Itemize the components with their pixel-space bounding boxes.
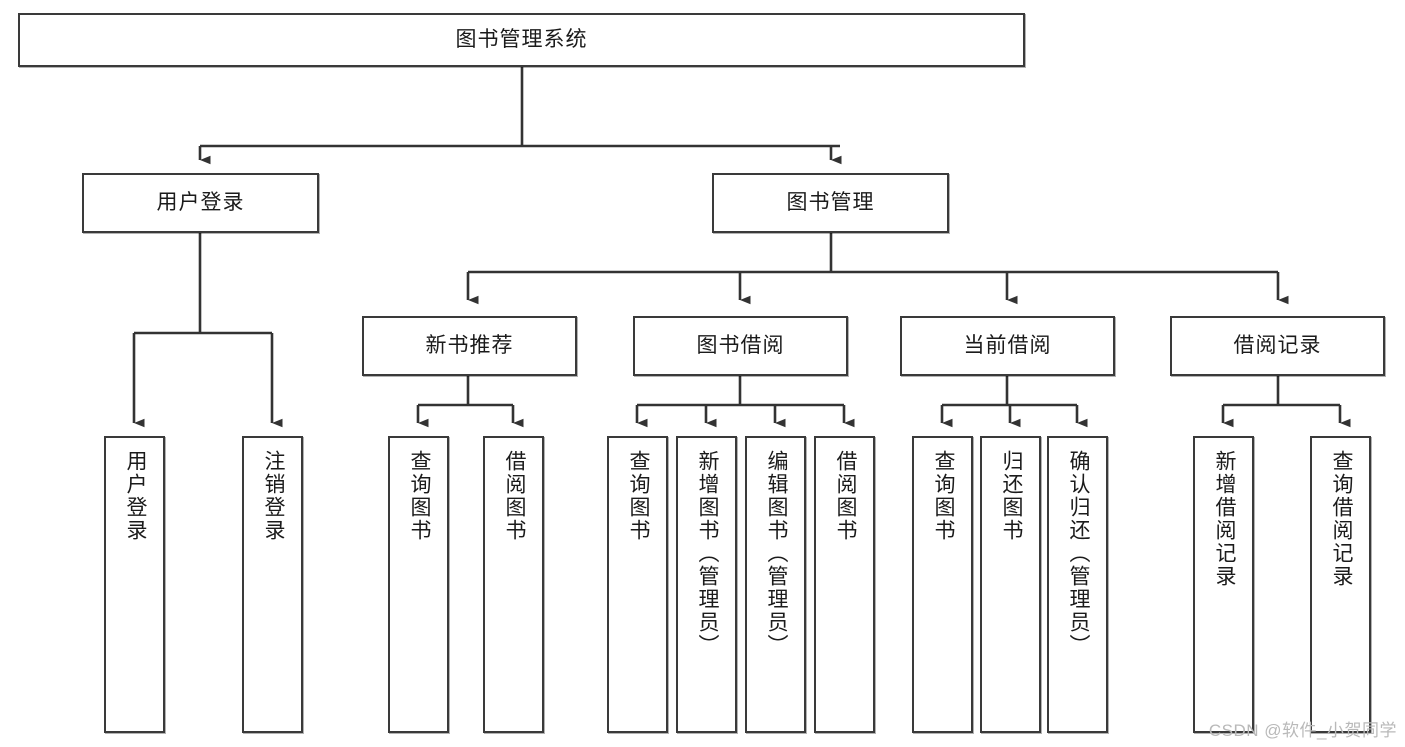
leaf-borrow-book-new[interactable]: 借阅图书 [483,436,544,733]
node-label: 新增图书（管理员） [695,450,719,657]
node-label: 查询图书 [931,450,955,542]
node-new-book-recommendation[interactable]: 新书推荐 [362,316,577,376]
node-label: 当前借阅 [963,334,1052,358]
node-label: 新增借阅记录 [1212,450,1236,588]
node-label: 图书管理 [786,191,875,215]
leaf-add-borrow-record[interactable]: 新增借阅记录 [1193,436,1254,733]
leaf-return-book[interactable]: 归还图书 [980,436,1041,733]
node-label: 编辑图书（管理员） [764,450,788,657]
leaf-logout[interactable]: 注销登录 [242,436,303,733]
node-root-system[interactable]: 图书管理系统 [18,13,1025,67]
leaf-query-book-current[interactable]: 查询图书 [912,436,973,733]
node-label: 借阅记录 [1233,334,1322,358]
leaf-query-book-new[interactable]: 查询图书 [388,436,449,733]
node-label: 注销登录 [261,450,285,542]
node-book-borrowing[interactable]: 图书借阅 [633,316,848,376]
node-label: 归还图书 [999,450,1023,542]
node-book-management[interactable]: 图书管理 [712,173,949,233]
leaf-query-book-borrow[interactable]: 查询图书 [607,436,668,733]
node-label: 图书管理系统 [455,28,588,52]
node-label: 用户登录 [123,450,147,542]
leaf-query-borrow-record[interactable]: 查询借阅记录 [1310,436,1371,733]
csdn-watermark: CSDN @软件_小贺同学 [1208,721,1397,740]
node-label: 新书推荐 [425,334,514,358]
node-label: 确认归还（管理员） [1066,450,1090,657]
leaf-add-book-admin[interactable]: 新增图书（管理员） [676,436,737,733]
node-current-borrowing[interactable]: 当前借阅 [900,316,1115,376]
node-label: 用户登录 [156,191,245,215]
leaf-edit-book-admin[interactable]: 编辑图书（管理员） [745,436,806,733]
node-label: 查询借阅记录 [1329,450,1353,588]
leaf-user-login[interactable]: 用户登录 [104,436,165,733]
node-label: 借阅图书 [502,450,526,542]
node-borrow-records[interactable]: 借阅记录 [1170,316,1385,376]
node-label: 借阅图书 [833,450,857,542]
node-user-login[interactable]: 用户登录 [82,173,319,233]
node-label: 查询图书 [626,450,650,542]
node-label: 查询图书 [407,450,431,542]
leaf-borrow-book-borrow[interactable]: 借阅图书 [814,436,875,733]
node-label: 图书借阅 [696,334,785,358]
leaf-confirm-return-admin[interactable]: 确认归还（管理员） [1047,436,1108,733]
